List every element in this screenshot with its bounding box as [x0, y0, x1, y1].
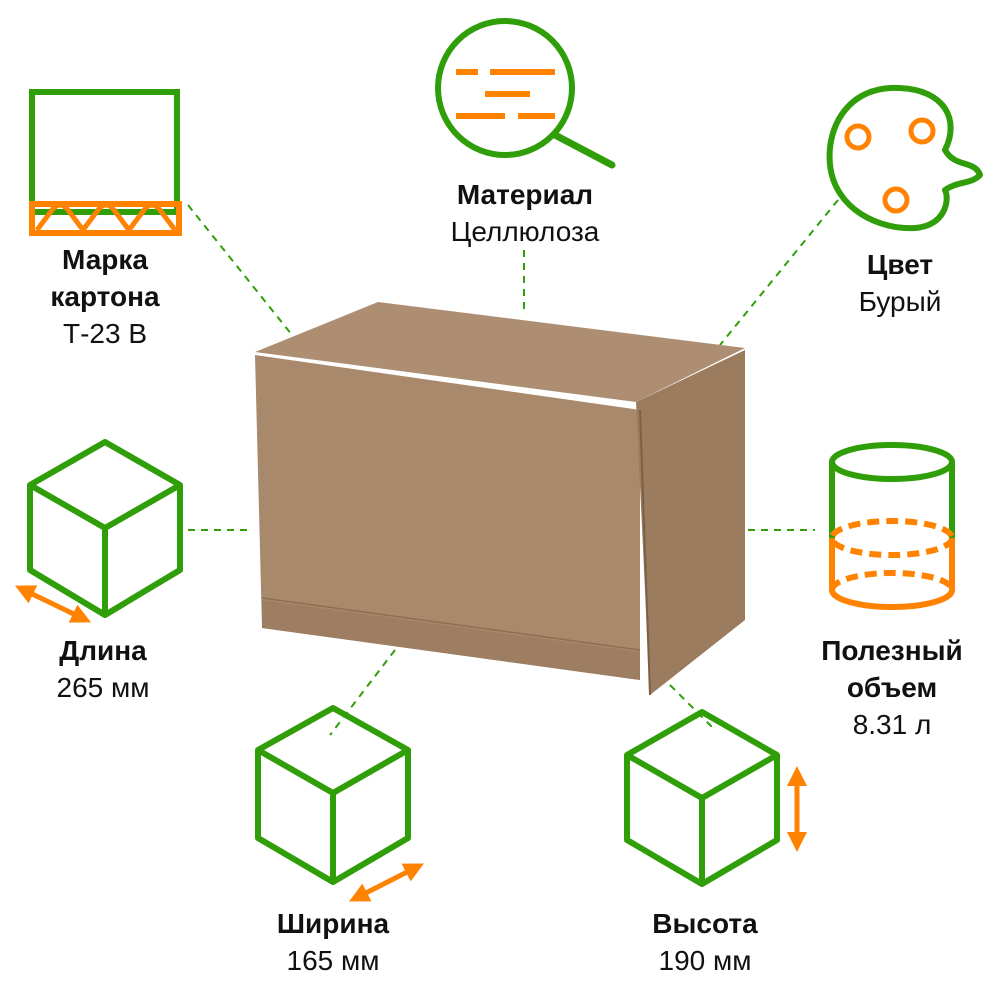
brand-label: Марка картона Т-23 В — [0, 241, 225, 352]
cube-height-icon — [624, 709, 807, 887]
cube-length-icon — [14, 439, 183, 623]
width-value: 165 мм — [286, 945, 380, 976]
width-label: Ширина 165 мм — [213, 905, 453, 979]
volume-title-line2: объем — [846, 672, 938, 703]
length-title: Длина — [59, 635, 147, 666]
material-label: Материал Целлюлоза — [405, 176, 645, 250]
color-title: Цвет — [866, 249, 934, 280]
volume-title-line1: Полезный — [821, 635, 963, 666]
material-value: Целлюлоза — [450, 216, 600, 247]
length-value: 265 мм — [56, 672, 150, 703]
magnifier-icon — [435, 18, 616, 169]
color-value: Бурый — [858, 286, 942, 317]
brand-title-line1: Марка — [62, 244, 148, 275]
connector-lines — [187, 199, 839, 736]
cardboard-box-image — [255, 302, 745, 696]
brand-title-line2: картона — [50, 281, 160, 312]
cube-width-icon — [255, 705, 424, 902]
brand-value: Т-23 В — [62, 318, 148, 349]
palette-icon — [826, 84, 983, 232]
color-label: Цвет Бурый — [780, 246, 1000, 320]
volume-label: Полезный объем 8.31 л — [772, 632, 1000, 743]
height-label: Высота 190 мм — [585, 905, 825, 979]
height-value: 190 мм — [658, 945, 752, 976]
cylinder-volume-icon — [829, 442, 955, 610]
material-title: Материал — [456, 179, 594, 210]
width-title: Ширина — [276, 908, 390, 939]
volume-value: 8.31 л — [852, 709, 932, 740]
corrugated-cardboard-icon — [29, 89, 182, 236]
length-label: Длина 265 мм — [0, 632, 223, 706]
height-title: Высота — [652, 908, 758, 939]
